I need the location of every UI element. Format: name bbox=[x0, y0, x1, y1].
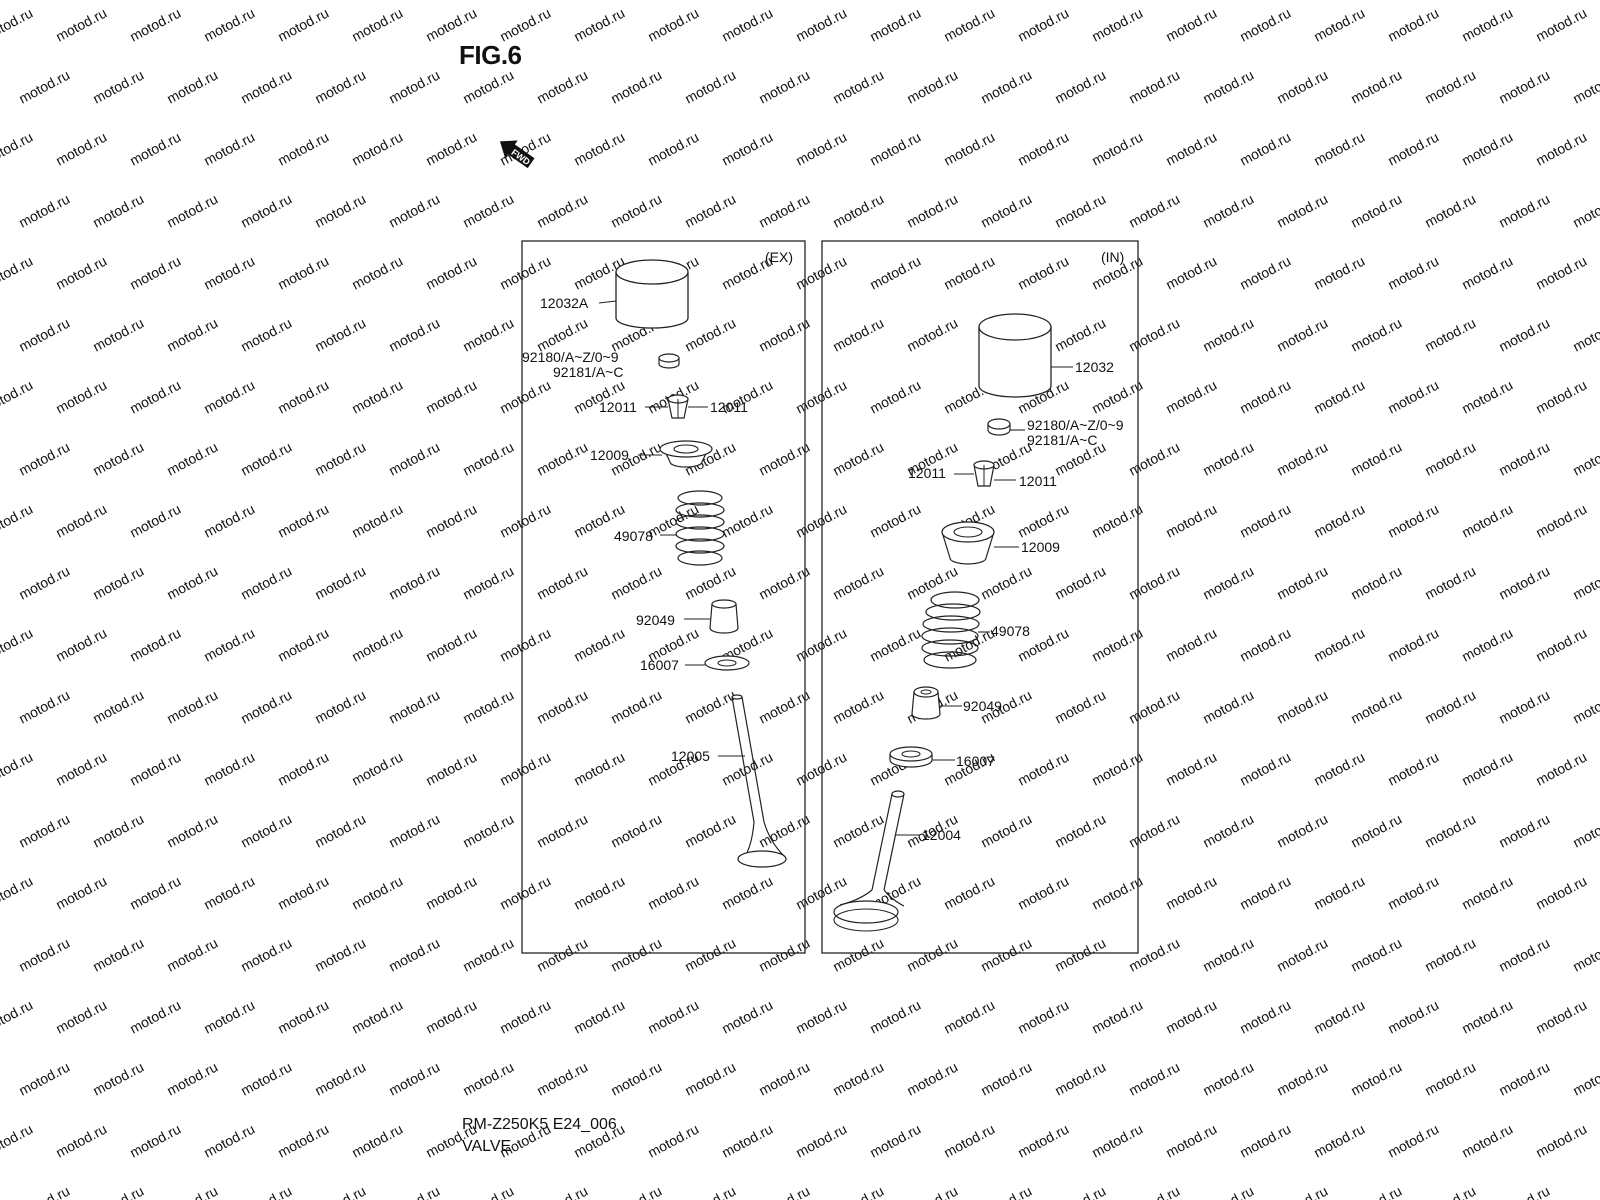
in-tappet-part bbox=[978, 313, 1052, 398]
ex-spring-callout: 49078 bbox=[614, 528, 653, 544]
ex-panel-label: (EX) bbox=[765, 249, 793, 265]
ex-panel-frame bbox=[521, 240, 806, 954]
in-panel-label: (IN) bbox=[1101, 249, 1124, 265]
ex-shim-callout-2: 92181/A~C bbox=[553, 364, 623, 380]
ex-panel: (EX) 12032A 92180/A~Z/0~9 92181/A~C 1201… bbox=[521, 240, 806, 954]
ex-spring-seat-callout: 16007 bbox=[640, 657, 679, 673]
figure-title: FIG.6 bbox=[459, 40, 522, 70]
in-spring-callout: 49078 bbox=[991, 623, 1030, 639]
ex-cotter-right-callout: 12011 bbox=[710, 399, 748, 415]
in-shim-callout-1: 92180/A~Z/0~9 bbox=[1027, 417, 1124, 433]
ex-valve-part bbox=[731, 694, 787, 868]
in-stem-seal-callout: 92049 bbox=[963, 698, 1002, 714]
in-cotter-right-callout: 12011 bbox=[1019, 473, 1057, 489]
in-retainer-part bbox=[941, 521, 995, 565]
in-cotter-part bbox=[973, 460, 995, 487]
section-name: VALVE bbox=[462, 1138, 512, 1155]
ex-shim-callout-1: 92180/A~Z/0~9 bbox=[522, 349, 619, 365]
ex-spring-part bbox=[675, 490, 725, 566]
ex-cotter-part bbox=[667, 394, 689, 419]
in-valve-part bbox=[833, 790, 905, 932]
in-valve-callout: 12004 bbox=[922, 827, 961, 843]
ex-tappet-callout: 12032A bbox=[540, 295, 589, 311]
in-cotter-left-callout: 12011 bbox=[908, 465, 946, 481]
ex-retainer-part bbox=[659, 440, 713, 468]
in-spring-part bbox=[921, 591, 981, 669]
ex-spring-seat-part bbox=[704, 655, 750, 671]
ex-stem-seal-callout: 92049 bbox=[636, 612, 675, 628]
ex-stem-seal-part bbox=[709, 599, 739, 634]
ex-valve-callout: 12005 bbox=[671, 748, 710, 764]
in-shim-part bbox=[987, 418, 1011, 436]
in-panel: (IN) 12032 92180/A~Z/0~9 92181/A~C 12011… bbox=[821, 240, 1139, 954]
ex-shim-part bbox=[658, 353, 680, 369]
in-spring-seat-callout: 16007 bbox=[956, 753, 995, 769]
in-retainer-callout: 12009 bbox=[1021, 539, 1060, 555]
model-code: RM-Z250K5 E24_006 bbox=[462, 1116, 617, 1133]
fwd-arrow-icon: FWD bbox=[499, 140, 535, 169]
in-panel-frame bbox=[821, 240, 1139, 954]
ex-cotter-left-callout: 12011 bbox=[599, 399, 637, 415]
ex-tappet-part bbox=[615, 259, 689, 329]
ex-retainer-callout: 12009 bbox=[590, 447, 629, 463]
in-shim-callout-2: 92181/A~C bbox=[1027, 432, 1097, 448]
in-stem-seal-part bbox=[911, 686, 941, 720]
in-spring-seat-part bbox=[889, 746, 933, 768]
in-tappet-callout: 12032 bbox=[1075, 359, 1114, 375]
